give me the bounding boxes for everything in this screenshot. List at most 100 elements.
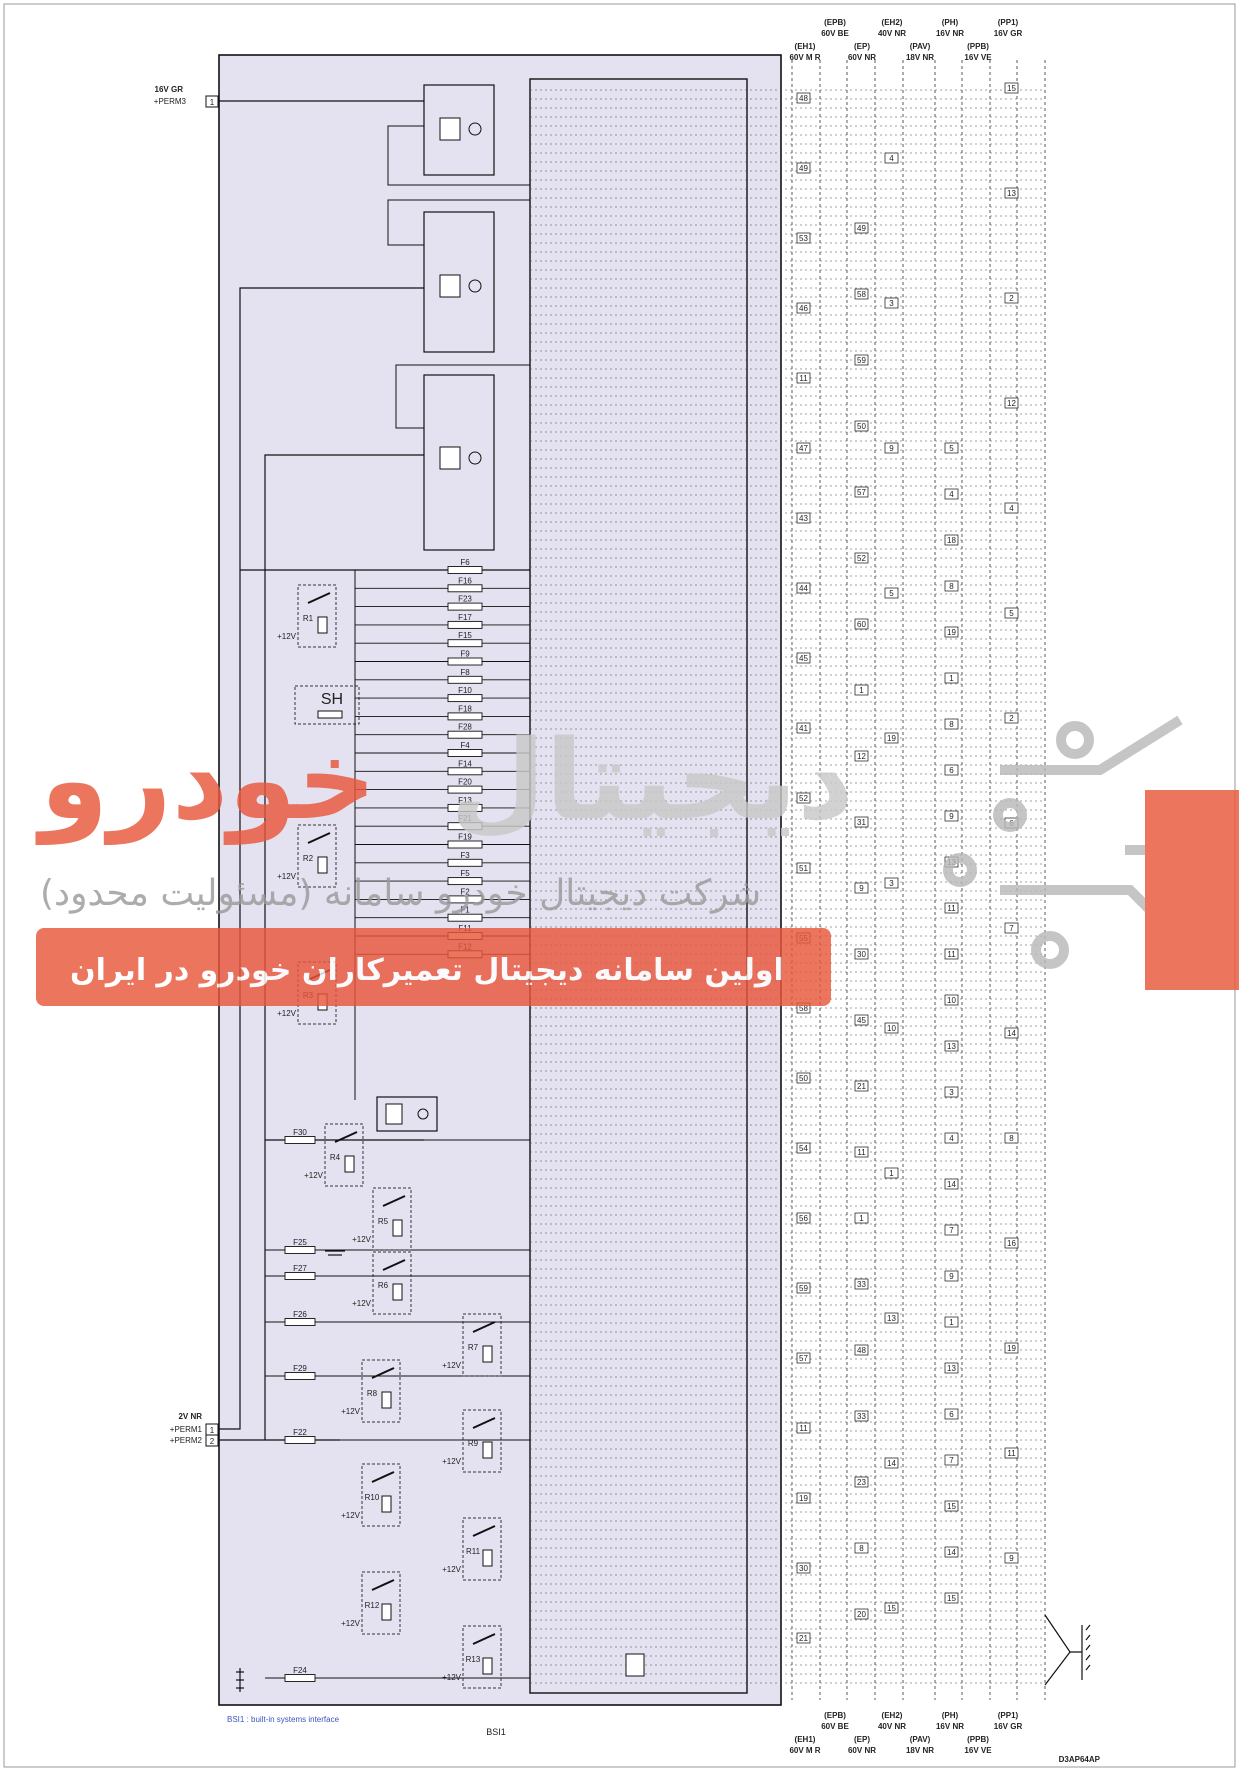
pin-box — [1004, 292, 1019, 304]
relay-supply-label: +12V — [341, 1619, 361, 1628]
watermark-logo-right: دیجیتال — [450, 716, 854, 844]
pin-pins_col1-6: 43 — [799, 514, 808, 523]
pin-pins_col1-4: 11 — [799, 374, 808, 383]
pin-pins_col4-16: 14 — [947, 1180, 956, 1189]
fuse-body — [284, 1372, 316, 1380]
pin-box — [854, 684, 869, 696]
relay-label-r6: R6 — [378, 1281, 389, 1290]
relay-supply-label: +12V — [277, 632, 297, 641]
pin-box — [1004, 1447, 1019, 1459]
pin-box — [854, 222, 869, 234]
hdr-bot-u1-code: (EH2) — [882, 1711, 903, 1720]
pin-pins_col2-17: 48 — [857, 1346, 866, 1355]
fuse-body — [284, 1272, 316, 1280]
pin-box — [944, 442, 959, 454]
relay-supply-label: +12V — [352, 1235, 372, 1244]
control-unit-3 — [395, 364, 530, 551]
fuse-body — [447, 803, 483, 812]
pin-box — [884, 1167, 899, 1179]
pin-pins_col5-9: 14 — [1007, 1029, 1016, 1038]
pin-pins_col1-9: 41 — [799, 724, 808, 733]
pin-pins_col4-11: 11 — [947, 950, 956, 959]
relay-coil — [392, 1283, 403, 1301]
relay-contact — [472, 1633, 496, 1645]
connector-top-pin: 1 — [210, 98, 215, 107]
pin-pins_col2-0: 49 — [857, 224, 866, 233]
fuse-label-f5: F5 — [460, 869, 470, 878]
pin-box — [884, 1457, 899, 1469]
pin-box — [884, 442, 899, 454]
relay-contact — [382, 1195, 406, 1207]
relay-coil — [344, 1155, 355, 1173]
pin-pins_col5-8: 7 — [1009, 924, 1014, 933]
fuse-label-f10: F10 — [458, 686, 472, 695]
watermark-line1: شرکت دیجیتال خودرو سامانه (مسئولیت محدود… — [40, 873, 761, 914]
relay-label-r5: R5 — [378, 1217, 389, 1226]
pin-pins_col3-7: 1 — [889, 1169, 894, 1178]
pin-box — [796, 232, 811, 244]
pin-box — [1004, 922, 1019, 934]
hdr-bot-l2-desc: 18V NR — [906, 1746, 934, 1755]
hdr-bot-l3-desc: 16V VE — [964, 1746, 992, 1755]
pin-box — [944, 718, 959, 730]
fuse-body — [447, 639, 483, 648]
fuse-body — [447, 785, 483, 794]
pin-pins_col2-10: 9 — [859, 884, 864, 893]
pin-pins_col4-2: 18 — [947, 536, 956, 545]
hdr-top-u2-desc: 16V NR — [936, 29, 964, 38]
pin-pins_col1-22: 21 — [799, 1634, 808, 1643]
pin-box — [796, 1422, 811, 1434]
pin-box — [884, 732, 899, 744]
hdr-top-l3-code: (PPB) — [967, 42, 989, 51]
hdr-top-l2-code: (PAV) — [910, 42, 931, 51]
fuse-label-f27: F27 — [293, 1264, 307, 1273]
fuse-body — [447, 913, 483, 922]
hdr-top-u0-desc: 60V BE — [821, 29, 849, 38]
pin-box — [884, 877, 899, 889]
fuse-body — [284, 1674, 316, 1682]
fuse-body — [447, 584, 483, 593]
fuse-label-f17: F17 — [458, 613, 472, 622]
pin-box — [854, 1344, 869, 1356]
relay-contact — [382, 1259, 406, 1271]
hdr-top-l2-desc: 18V NR — [906, 53, 934, 62]
pin-box — [944, 1362, 959, 1374]
pin-pins_col2-18: 33 — [857, 1412, 866, 1421]
pin-pins_col2-20: 8 — [859, 1544, 864, 1553]
pin-pins_col3-4: 19 — [887, 734, 896, 743]
fuse-body — [447, 712, 483, 721]
control-unit-1 — [387, 84, 530, 186]
pin-box — [1004, 502, 1019, 514]
pin-pins_col1-19: 11 — [799, 1424, 808, 1433]
pin-pins_col4-15: 4 — [949, 1134, 954, 1143]
relay-label-r11: R11 — [466, 1547, 481, 1556]
hdr-top-u3-code: (PP1) — [998, 18, 1019, 27]
fuse-body — [284, 1136, 316, 1144]
fuse-body — [447, 858, 483, 867]
pin-pins_col2-13: 21 — [857, 1082, 866, 1091]
pin-box — [944, 580, 959, 592]
pin-pins_col5-4: 4 — [1009, 504, 1014, 513]
pin-pins_col4-3: 8 — [949, 582, 954, 591]
fuse-body — [447, 840, 483, 849]
pin-box — [944, 764, 959, 776]
connector-bottom-pin-1: 1 — [210, 1426, 215, 1435]
relay-coil — [482, 1441, 493, 1459]
hdr-bot-u0-desc: 60V BE — [821, 1722, 849, 1731]
pin-pins_col2-11: 30 — [857, 950, 866, 959]
pin-pins_col5-13: 11 — [1007, 1449, 1016, 1458]
pin-pins_col1-20: 19 — [799, 1494, 808, 1503]
pin-box — [854, 750, 869, 762]
fuse-body — [447, 895, 483, 904]
pin-box — [884, 1602, 899, 1614]
pin-box — [1004, 1237, 1019, 1249]
fuse-body — [447, 877, 483, 886]
pin-pins_col2-14: 11 — [857, 1148, 866, 1157]
pin-box — [796, 302, 811, 314]
fuse-label-f3: F3 — [460, 851, 470, 860]
fuse-body — [447, 675, 483, 684]
connector-top-title: 16V GR — [155, 85, 184, 94]
relay-label-r1: R1 — [303, 614, 314, 623]
pin-pins_col2-5: 52 — [857, 554, 866, 563]
